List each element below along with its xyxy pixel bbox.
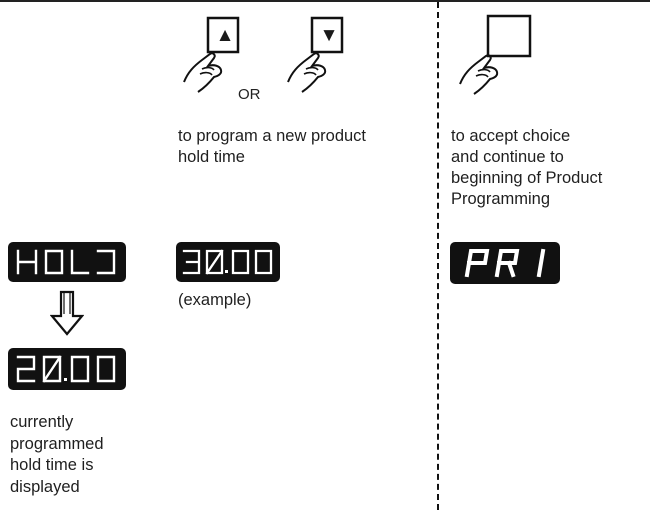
product-segments — [464, 248, 546, 278]
hand-pressing-down-key-icon — [287, 16, 344, 93]
up-arrow-key[interactable]: ▲ — [210, 18, 240, 52]
instruction-accept: to accept choice and continue to beginni… — [451, 127, 603, 208]
lcd-display-example-value — [176, 242, 280, 282]
instruction-currently: currently programmed hold time is displa… — [10, 413, 104, 496]
current-value-segments — [16, 355, 116, 383]
down-arrow-icon: ▼ — [319, 24, 339, 46]
accept-key[interactable] — [488, 16, 530, 56]
column-divider — [437, 2, 439, 510]
hand-pressing-accept-key-icon — [459, 14, 532, 95]
example-value-segments — [182, 249, 273, 275]
or-label: OR — [238, 86, 261, 103]
lcd-display-hold — [8, 242, 126, 282]
example-caption: (example) — [178, 291, 252, 309]
down-arrow-key[interactable]: ▼ — [314, 18, 344, 52]
hollow-down-arrow-icon — [50, 290, 84, 336]
up-arrow-icon: ▲ — [215, 24, 235, 46]
hold-segments — [16, 249, 116, 275]
top-rule — [0, 0, 650, 2]
hand-pressing-up-key-icon — [183, 16, 240, 93]
lcd-display-current-value — [8, 348, 126, 390]
lcd-display-product — [450, 242, 560, 284]
instruction-program-new: to program a new product hold time — [178, 127, 367, 166]
